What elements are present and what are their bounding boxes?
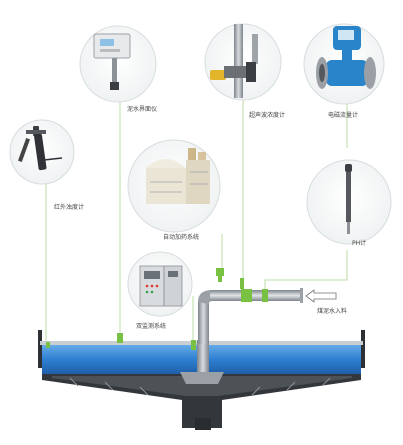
ph-meter-callout bbox=[306, 159, 392, 245]
flowmeter-sensor-green bbox=[241, 289, 252, 302]
dosing-callout bbox=[127, 139, 221, 233]
dosing-connector bbox=[216, 268, 224, 282]
sludge-probe-green bbox=[117, 333, 123, 343]
flowmeter-icon bbox=[316, 26, 376, 89]
pipe-vertical bbox=[198, 300, 209, 344]
ph-probe-icon bbox=[345, 164, 352, 234]
sludge-interface-callout bbox=[79, 25, 157, 103]
dual-probe-green bbox=[191, 340, 196, 350]
sludge-interface-icon bbox=[93, 33, 131, 90]
turbidimeter-icon bbox=[18, 126, 63, 171]
pipe-horizontal bbox=[210, 290, 302, 301]
center-column bbox=[197, 340, 209, 380]
label-electromagnetic-flowmeter: 电磁流量计 bbox=[328, 112, 359, 119]
ultrasonic-icon bbox=[210, 24, 258, 98]
flowmeter-callout bbox=[303, 23, 385, 105]
control-cabinet-icon bbox=[139, 265, 183, 307]
label-auto-dosing: 自动加药系统 bbox=[163, 234, 200, 241]
label-ph-meter: PH计 bbox=[352, 240, 367, 247]
label-sludge-interface: 泥水界面仪 bbox=[127, 106, 158, 113]
label-dual-monitoring: 双监测系统 bbox=[136, 323, 167, 330]
pipe-end-flange bbox=[300, 288, 303, 303]
label-infrared-turbidimeter: 红外浊度计 bbox=[54, 204, 85, 211]
pipe-elbow bbox=[198, 290, 212, 304]
ultrasonic-sensor-green bbox=[240, 278, 244, 289]
center-well bbox=[180, 372, 224, 384]
rake-arms bbox=[69, 377, 331, 396]
dosing-plant-icon bbox=[146, 148, 210, 204]
dual-monitoring-callout bbox=[127, 251, 193, 317]
thickener-tank bbox=[38, 330, 365, 430]
ph-sensor-green bbox=[262, 289, 268, 302]
label-ultrasonic-concentration: 超声波浓度计 bbox=[249, 112, 286, 119]
feed-pipe bbox=[117, 268, 303, 350]
leader-lines bbox=[45, 100, 348, 342]
tank-right-wall bbox=[361, 330, 365, 368]
discharge-outlet bbox=[195, 418, 211, 430]
inlet-arrow-icon bbox=[305, 289, 337, 303]
tank-green-marker-left bbox=[46, 342, 50, 348]
label-coal-slurry-inlet: 煤泥水入料 bbox=[317, 308, 348, 315]
ultrasonic-callout bbox=[204, 23, 282, 101]
tank-sludge-light bbox=[52, 376, 352, 396]
tank-left-wall bbox=[38, 330, 42, 368]
turbidimeter-callout bbox=[9, 119, 75, 185]
